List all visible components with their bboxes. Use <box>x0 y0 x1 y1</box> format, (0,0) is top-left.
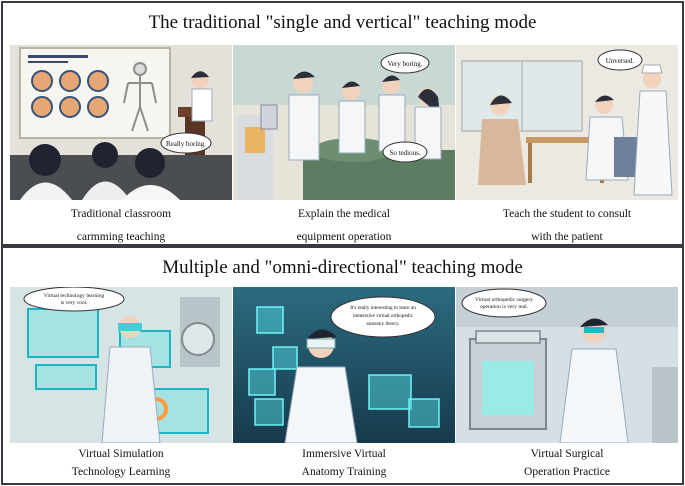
caption-line: Operation Practice <box>524 466 610 478</box>
bubble-really-boring: Really boring. <box>166 140 206 148</box>
section-divider <box>1 244 684 248</box>
panel-equipment-illustration: Very boring. So tedious. <box>233 45 455 200</box>
caption-line: Virtual Simulation <box>78 448 164 460</box>
caption-line: carmming teaching <box>76 231 166 243</box>
caption-line: with the patient <box>531 231 603 243</box>
bubble-line: It's really interesting to learn an <box>350 305 416 311</box>
panel-immersive-anatomy-illustration: It's really interesting to learn an imme… <box>233 287 455 443</box>
bubble-line: immersive virtual orthopedic <box>353 313 414 319</box>
caption-consult-patient: Teach the student to consult with the pa… <box>456 203 678 249</box>
caption-immersive-anatomy: Immersive Virtual Anatomy Training <box>233 445 455 481</box>
panel-virtual-simulation-illustration: Virtual technology learning is very cool… <box>10 287 232 443</box>
bubble-line: is very cool. <box>60 300 88 306</box>
classroom-scene: Really boring. <box>10 45 232 200</box>
caption-line: Traditional classroom <box>70 208 172 220</box>
bubble-line: Virtual technology learning <box>44 293 105 299</box>
panel-classroom-illustration: Really boring. <box>10 45 232 200</box>
immersive-anatomy-scene: It's really interesting to learn an imme… <box>233 287 455 443</box>
surgical-practice-scene: Virtual orthopedic surgery operation is … <box>456 287 678 443</box>
caption-line: Immersive Virtual <box>302 448 386 460</box>
panel-consultation-illustration: Unversed. <box>456 45 678 200</box>
bubble-line: Virtual orthopedic surgery <box>475 297 533 303</box>
caption-line: Teach the student to consult <box>502 208 632 220</box>
bubble-so-tedious: So tedious. <box>389 149 420 157</box>
consultation-scene: Unversed. <box>456 45 678 200</box>
caption-surgical-practice: Virtual Surgical Operation Practice <box>456 445 678 481</box>
bubble-line: operation is very real. <box>480 304 529 310</box>
panel-surgical-practice-illustration: Virtual orthopedic surgery operation is … <box>456 287 678 443</box>
caption-virtual-simulation: Virtual Simulation Technology Learning <box>10 445 232 481</box>
caption-traditional-classroom: Traditional classroom carmming teaching <box>10 203 232 249</box>
caption-line: Virtual Surgical <box>530 448 604 460</box>
bubble-unversed: Unversed. <box>606 57 635 65</box>
virtual-simulation-scene: Virtual technology learning is very cool… <box>10 287 232 443</box>
caption-line: Anatomy Training <box>301 466 387 478</box>
caption-line: equipment operation <box>296 231 392 243</box>
bubble-very-boring: Very boring. <box>388 60 423 68</box>
caption-line: Technology Learning <box>71 466 171 478</box>
bubble-line: anatomy theory. <box>366 321 399 327</box>
caption-line: Explain the medical <box>298 208 390 220</box>
bottom-section-title: Multiple and "omni-directional" teaching… <box>162 257 523 278</box>
top-section-title: The traditional "single and vertical" te… <box>148 12 537 33</box>
caption-explain-equipment: Explain the medical equipment operation <box>233 203 455 249</box>
equipment-scene: Very boring. So tedious. <box>233 45 455 200</box>
